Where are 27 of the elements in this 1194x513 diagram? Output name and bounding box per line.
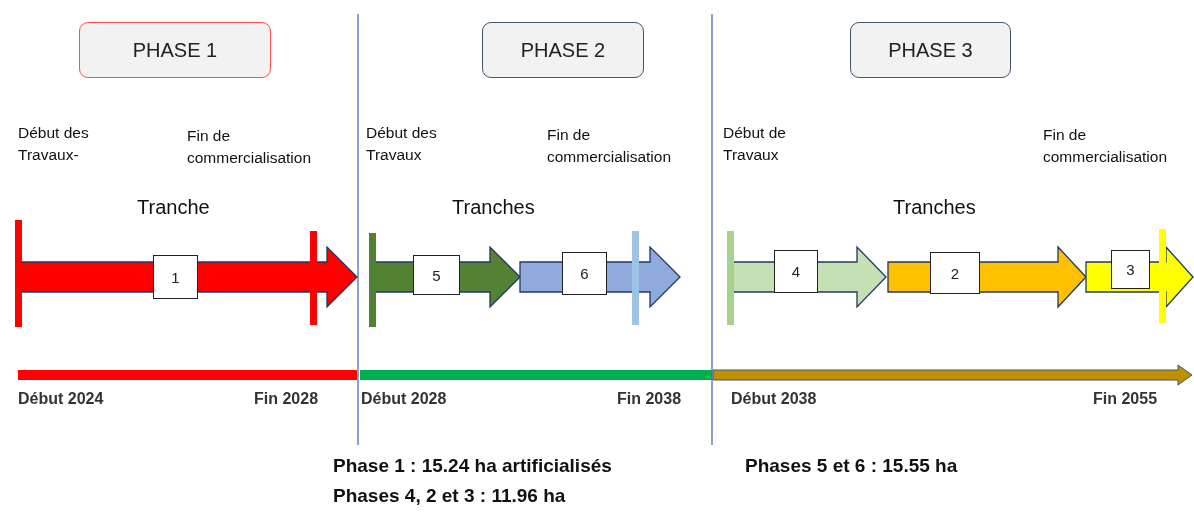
- milestone-label: Fin de commercialisation: [1043, 125, 1169, 168]
- tranche-number-box: 5: [413, 255, 460, 295]
- date-label: Début 2028: [361, 389, 447, 409]
- milestone-label: Début des Travaux-: [18, 123, 90, 166]
- area-note: Phases 5 et 6 : 15.55 ha: [745, 455, 958, 478]
- phase-box: PHASE 3: [850, 22, 1011, 78]
- milestone-label: Début de Travaux: [723, 123, 787, 166]
- date-label: Début 2024: [18, 389, 104, 409]
- milestone-label: Fin de commercialisation: [187, 126, 313, 169]
- tranche-number-box: 1: [153, 255, 198, 299]
- tranche-heading: Tranches: [452, 195, 535, 219]
- date-label: Fin 2038: [617, 389, 682, 409]
- date-label: Début 2038: [731, 389, 817, 409]
- milestone-label: Fin de commercialisation: [547, 125, 673, 168]
- date-label: Fin 2028: [254, 389, 319, 409]
- area-note: Phase 1 : 15.24 ha artificialisés: [333, 455, 612, 478]
- area-note: Phases 4, 2 et 3 : 11.96 ha: [333, 485, 566, 508]
- tranche-heading: Tranche: [137, 195, 210, 219]
- tranche-number-box: 2: [930, 252, 980, 294]
- phase-box: PHASE 2: [482, 22, 644, 78]
- tranche-number-box: 3: [1111, 250, 1150, 289]
- date-label: Fin 2055: [1093, 389, 1158, 409]
- milestone-label: Début des Travaux: [366, 123, 438, 166]
- phase-box: PHASE 1: [79, 22, 271, 78]
- tranche-heading: Tranches: [893, 195, 976, 219]
- tranche-number-box: 6: [562, 252, 607, 295]
- tranche-number-box: 4: [774, 250, 818, 293]
